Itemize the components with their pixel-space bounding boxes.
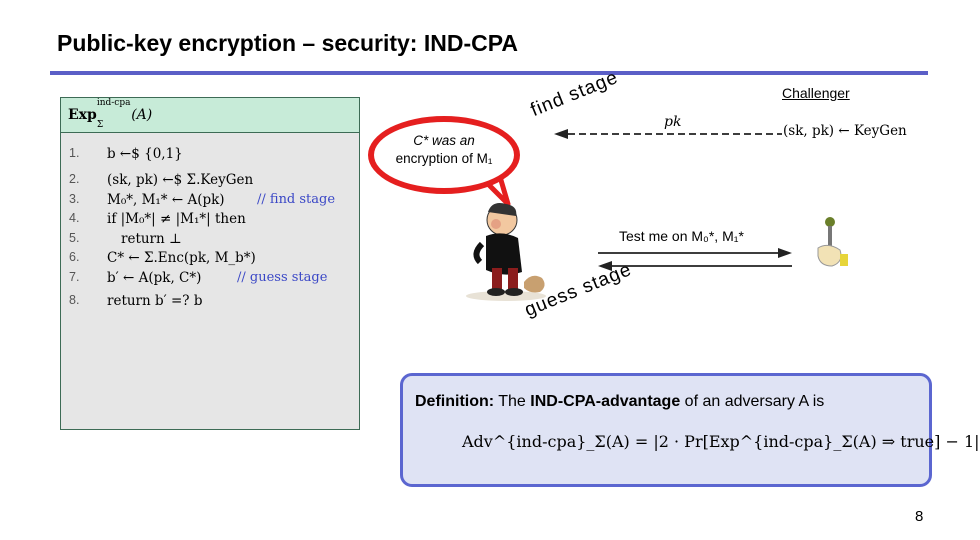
code-line: 8. return b′ =? b bbox=[61, 293, 359, 312]
speech-bubble-text: C* was an encryption of M₁ bbox=[383, 132, 505, 168]
code-line: 1. b ←$ {0,1} bbox=[61, 146, 359, 165]
line-number: 4. bbox=[69, 211, 80, 225]
experiment-subscript: Σ bbox=[96, 119, 104, 130]
find-stage-label: find stage bbox=[527, 66, 622, 122]
code-line: 5. return ⊥ bbox=[61, 231, 359, 250]
title-divider bbox=[50, 71, 928, 75]
line-number: 5. bbox=[69, 231, 80, 245]
code-statement: return ⊥ bbox=[121, 231, 182, 247]
experiment-superscript: ind-cpa bbox=[96, 98, 131, 108]
code-comment: // find stage bbox=[257, 192, 336, 207]
code-statement: C* ← Σ.Enc(pk, M_b*) bbox=[107, 250, 256, 266]
code-statement: (sk, pk) ←$ Σ.KeyGen bbox=[107, 172, 254, 188]
code-line: 7. b′ ← A(pk, C*) // guess stage bbox=[61, 270, 359, 289]
code-statement: b ←$ {0,1} bbox=[107, 146, 183, 162]
definition-text-end: of an adversary A is bbox=[680, 393, 825, 410]
challenger-label: Challenger bbox=[782, 85, 850, 101]
pk-arrow bbox=[554, 129, 782, 139]
advantage-formula: Adv^{ind-cpa}_Σ(A) = |2 · Pr[Exp^{ind-cp… bbox=[462, 432, 980, 451]
code-statement: if |M₀*| ≠ |M₁*| then bbox=[107, 211, 246, 227]
speech-bubble bbox=[368, 116, 520, 194]
slide-title: Public-key encryption – security: IND-CP… bbox=[57, 30, 518, 56]
bubble-line-1: C* was an bbox=[413, 133, 475, 148]
experiment-name: Exp bbox=[68, 107, 97, 123]
code-statement: return b′ =? b bbox=[107, 293, 203, 309]
definition-box bbox=[400, 373, 932, 487]
code-comment: // guess stage bbox=[237, 270, 328, 285]
line-number: 8. bbox=[69, 293, 80, 307]
line-number: 2. bbox=[69, 172, 80, 186]
keygen-text: (sk, pk) ← KeyGen bbox=[783, 123, 907, 139]
definition-text-mid: The bbox=[494, 393, 531, 410]
code-line: 3. M₀*, M₁* ← A(pk) // find stage bbox=[61, 192, 359, 211]
slide-number: 8 bbox=[915, 508, 924, 525]
adversary-character-illustration bbox=[466, 203, 546, 301]
code-statement: M₀*, M₁* ← A(pk) bbox=[107, 192, 225, 208]
bubble-line-2: encryption of M₁ bbox=[395, 151, 493, 166]
public-key-label: pk bbox=[664, 114, 682, 130]
code-line: 2. (sk, pk) ←$ Σ.KeyGen bbox=[61, 172, 359, 191]
definition-statement: Definition: The IND-CPA-advantage of an … bbox=[415, 393, 824, 411]
definition-term: IND-CPA-advantage bbox=[530, 393, 681, 410]
challenger-character-illustration bbox=[817, 217, 848, 267]
line-number: 3. bbox=[69, 192, 80, 206]
code-line: 6. C* ← Σ.Enc(pk, M_b*) bbox=[61, 250, 359, 269]
line-number: 7. bbox=[69, 270, 80, 284]
code-statement: b′ ← A(pk, C*) bbox=[107, 270, 202, 286]
test-message-arrows bbox=[598, 248, 792, 271]
experiment-argument: (A) bbox=[131, 107, 153, 123]
line-number: 6. bbox=[69, 250, 80, 264]
code-line: 4. if |M₀*| ≠ |M₁*| then bbox=[61, 211, 359, 230]
definition-prefix: Definition: bbox=[415, 393, 495, 410]
test-message-label: Test me on M₀*, M₁* bbox=[619, 228, 744, 244]
line-number: 1. bbox=[69, 146, 80, 160]
